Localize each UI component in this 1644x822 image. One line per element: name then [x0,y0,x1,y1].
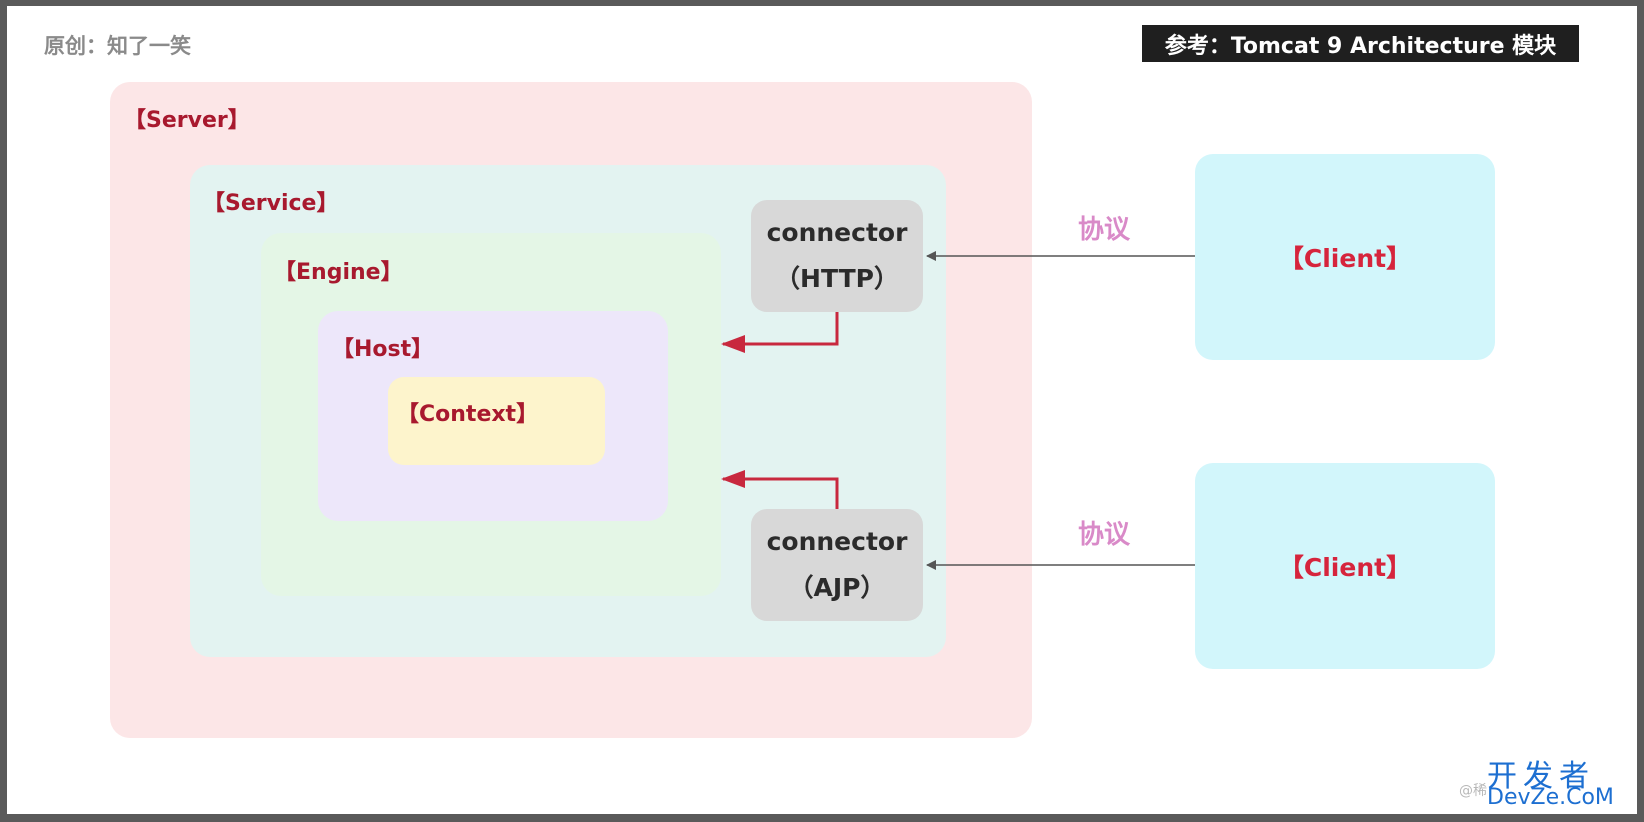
client-2-label: 【Client】 [1278,553,1412,582]
service-label: 【Service】 [203,191,339,216]
engine-label: 【Engine】 [274,260,403,285]
connector-ajp-protocol: （AJP） [788,573,886,602]
edges-layer [721,251,1195,570]
connector-http-name: connector [766,218,908,247]
author-credit: 原创：知了一笑 [44,34,191,58]
connector-ajp: connector （AJP） [751,509,923,621]
client-node-1: 【Client】 [1195,154,1495,360]
client-node-2: 【Client】 [1195,463,1495,669]
connector-http: connector （HTTP） [751,200,923,312]
connector-ajp-name: connector [766,527,908,556]
watermark-site: DevZe.CoM [1487,785,1614,810]
watermark-logo: 开发者 [1487,759,1595,794]
reference-badge: 参考：Tomcat 9 Architecture 模块 [1142,25,1579,62]
connector-http-protocol: （HTTP） [775,264,899,293]
edge-http-to-engine [721,312,839,353]
protocol-label-2: 协议 [1078,520,1131,550]
protocol-label-1: 协议 [1078,215,1131,245]
client-1-label: 【Client】 [1278,244,1412,273]
watermark-handle: @稀 [1459,783,1487,799]
host-label: 【Host】 [332,337,434,362]
diagram-canvas: 原创：知了一笑 参考：Tomcat 9 Architecture 模块 【Ser… [7,6,1637,814]
edge-ajp-to-engine [721,470,839,509]
context-label: 【Context】 [397,402,539,427]
server-label: 【Server】 [124,108,250,133]
context-container [388,377,605,465]
